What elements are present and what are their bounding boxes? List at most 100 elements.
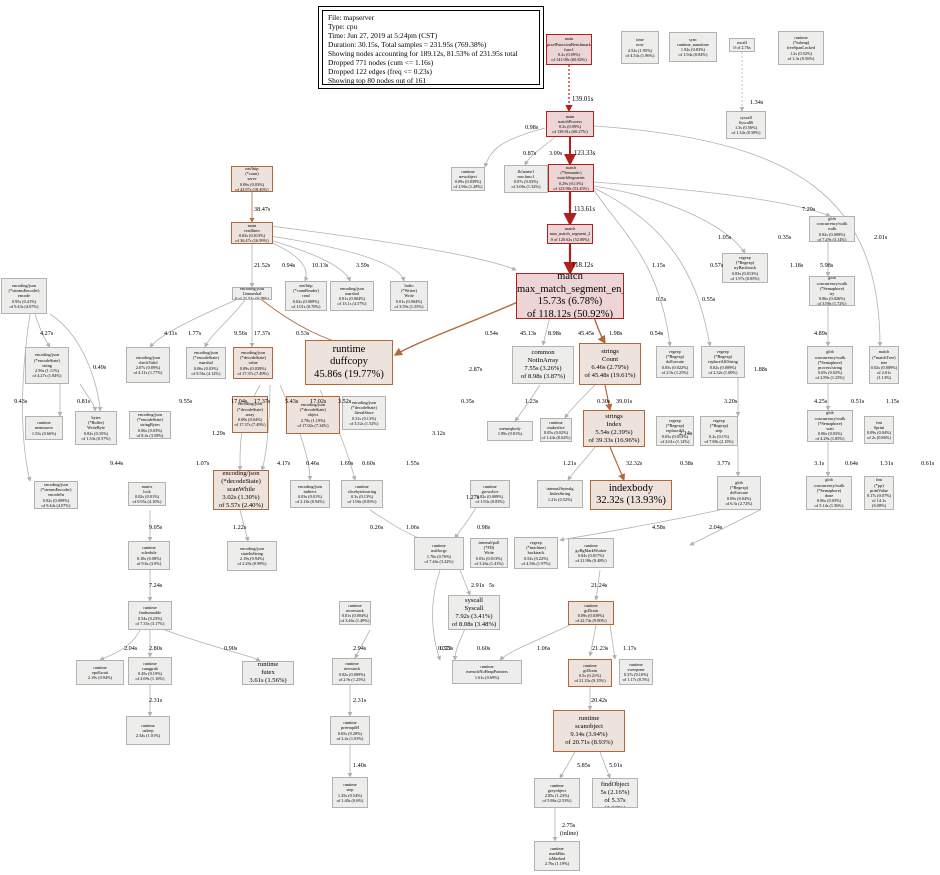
node-text-line: freeSpanLocked — [786, 45, 816, 51]
edge-label: 0.53s — [296, 330, 310, 337]
edge-label: 38.47s — [254, 206, 271, 213]
node-text-line: scanobject — [575, 723, 603, 730]
node-text-line: of 3.52s (1.52%) — [349, 420, 379, 426]
edge-label: 5.85s — [577, 762, 591, 769]
node-text-line: encoding/json — [239, 545, 265, 551]
node-runtime-mcall[interactable]: runtimemcall0 of 2.76s (1.19%) — [729, 38, 755, 52]
node-text-line: of 1.01s (0.70%) — [291, 303, 321, 309]
node-text-line: doExecute — [729, 490, 749, 496]
edge-label: 0.5s — [656, 296, 667, 303]
node-text-line: of 1.96s (0.85%) — [347, 499, 377, 505]
node-text-line: stateInString — [241, 550, 263, 556]
edge-label: 1.23s — [525, 398, 539, 405]
edge — [594, 569, 601, 601]
node-text-line: (*Semaphore) — [819, 285, 845, 291]
node-text-line: runtime — [483, 483, 497, 489]
node-text-line: Index — [606, 420, 622, 428]
node-runtime-findobject[interactable]: runtimefindObject5s (2.16%)of 5.37s (2.3… — [592, 778, 638, 808]
node-text-line: 0.2s (0.09%) — [558, 124, 582, 129]
node-text-line: encoding/json — [11, 282, 37, 288]
